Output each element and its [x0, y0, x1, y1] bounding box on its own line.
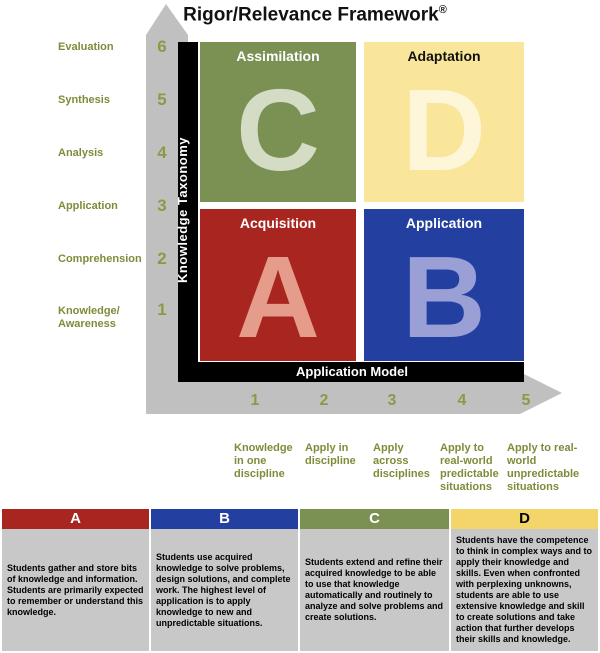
table-cell-b: Students use acquired knowledge to solve… [151, 529, 298, 651]
y-level-label-3: Application [58, 200, 118, 212]
x-axis-title: Application Model [296, 364, 408, 379]
y-level-label-5: Synthesis [58, 94, 110, 106]
quadrant-c: Assimilation C [200, 42, 356, 202]
y-axis-title: Knowledge Taxonomy [175, 137, 190, 283]
table-header-b: B [151, 509, 298, 529]
table-cell-c: Students extend and refine their acquire… [300, 529, 449, 651]
y-level-num-1: 1 [157, 300, 167, 319]
table-text-b: Students use acquired knowledge to solve… [156, 551, 291, 628]
y-axis-bar [178, 42, 198, 382]
y-level-label-2: Comprehension [58, 253, 142, 265]
quadrant-d-name: Adaptation [407, 48, 481, 64]
x-level-num-5: 5 [521, 392, 531, 409]
y-level-num-3: 3 [157, 196, 167, 215]
x-axis-arrow [146, 372, 562, 414]
table-cell-a: Students gather and store bits of knowle… [2, 529, 149, 651]
x-level-label-3: Apply across disciplines [373, 442, 430, 480]
quadrant-d: Adaptation D [364, 42, 524, 202]
quadrant-a-name: Acquisition [239, 215, 317, 231]
quadrant-b-name: Application [405, 215, 483, 231]
x-level-num-3: 3 [387, 392, 397, 409]
quadrant-c-letter: C [236, 65, 320, 195]
quadrant-b-letter: B [402, 232, 486, 361]
diagram-title: Rigor/Relevance Framework® [183, 4, 447, 26]
x-level-label-4: Apply to real-world predictable situatio… [440, 442, 499, 493]
x-level-num-1: 1 [250, 392, 260, 409]
y-level-label-1: Knowledge/ Awareness [58, 305, 120, 330]
y-level-label-6: Evaluation [58, 41, 114, 53]
y-level-num-4: 4 [157, 143, 167, 162]
quadrant-a-letter: A [236, 232, 320, 361]
x-level-label-1: Knowledge in one discipline [234, 442, 293, 480]
y-level-num-5: 5 [157, 90, 167, 109]
table-header-d: D [451, 509, 598, 529]
x-level-num-4: 4 [457, 392, 467, 409]
quadrant-c-name: Assimilation [236, 48, 320, 64]
y-axis-arrow [146, 4, 188, 414]
x-axis-bar [178, 362, 524, 382]
table-text-d: Students have the competence to think in… [456, 535, 593, 644]
quadrant-d-letter: D [402, 65, 486, 195]
table-cell-d: Students have the competence to think in… [451, 529, 598, 651]
quadrant-b: Application B [364, 209, 524, 361]
table-header-a: A [2, 509, 149, 529]
table-text-c: Students extend and refine their acquire… [305, 557, 444, 622]
table-text-a: Students gather and store bits of knowle… [7, 562, 144, 617]
y-level-label-4: Analysis [58, 147, 104, 159]
x-level-label-5: Apply to real-world unpredictable situat… [507, 442, 580, 493]
quadrant-a: Acquisition A [200, 209, 356, 361]
table-header-c: C [300, 509, 449, 529]
y-level-num-6: 6 [157, 37, 167, 56]
x-level-label-2: Apply in discipline [305, 442, 356, 467]
x-level-num-2: 2 [319, 392, 329, 409]
y-level-num-2: 2 [157, 249, 167, 268]
